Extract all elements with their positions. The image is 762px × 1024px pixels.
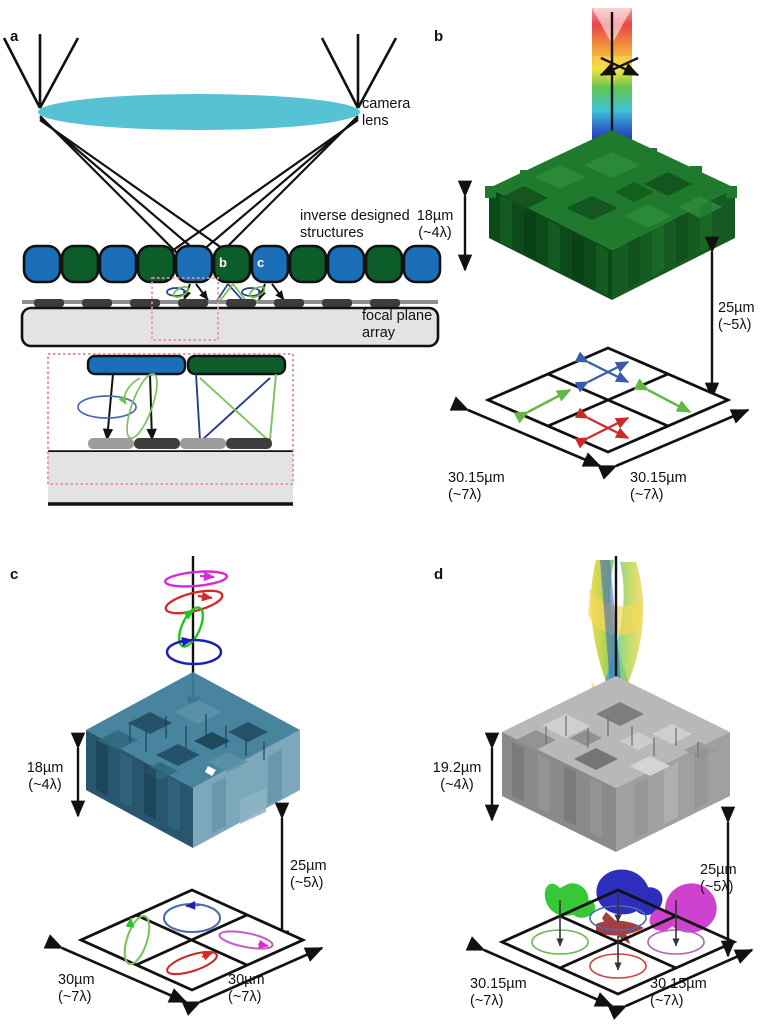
- width-label-right-d: 30.15µm(~7λ): [650, 976, 707, 1009]
- inset-green-polarization-ellipse: [126, 373, 158, 439]
- structure-b-voxels: [485, 130, 737, 300]
- quadrant-ellipse-top-c: [162, 902, 222, 934]
- quadrant-glyph-left-b: [513, 388, 572, 424]
- panel-label-a: a: [10, 28, 19, 45]
- quadrant-glyph-right-b: [633, 378, 692, 414]
- vortex-beam-d: [588, 560, 644, 760]
- input-ellipse-blue: [165, 638, 223, 666]
- detector-plane-b: [484, 346, 732, 454]
- structure-d-voxels: [502, 676, 730, 852]
- structure-c-voxels: [86, 672, 300, 848]
- oam-lobes-d: [544, 869, 717, 944]
- camera-lens-ellipse: [38, 94, 360, 130]
- width-dim-right-b: [597, 408, 750, 480]
- width-dim-left-b: [449, 396, 602, 468]
- height-label-d: 19.2µm(~4λ): [432, 760, 482, 793]
- structure-pixel-row: [22, 244, 442, 284]
- panel-label-c: c: [10, 566, 19, 583]
- width-label-left-d: 30.15µm(~7λ): [470, 976, 527, 1009]
- input-ellipse-red: [164, 589, 224, 615]
- gap-label-d: 25µm(~5λ): [700, 862, 737, 895]
- gap-label-c: 25µm(~5λ): [290, 858, 327, 891]
- input-ellipse-green: [177, 606, 205, 648]
- width-label-right-c: 30µm(~7λ): [228, 972, 265, 1005]
- inset-detector-pixels: [88, 438, 272, 449]
- quadrant-glyph-top-b: [574, 351, 630, 393]
- quadrant-ellipse-left-c: [123, 914, 151, 966]
- inverse-designed-structures-label: inverse designed structures: [300, 208, 410, 241]
- spectral-beam-b: [592, 8, 632, 146]
- quadrant-ellipse-right-c: [218, 930, 274, 950]
- panel-label-b: b: [434, 28, 444, 45]
- structure-marker-c: c: [257, 255, 265, 270]
- input-ellipse-magenta: [163, 570, 229, 588]
- quadrant-ellipse-bottom-c: [166, 950, 218, 976]
- focal-plane-array-label: focal plane array: [362, 308, 433, 341]
- width-label-left-b: 30.15µm(~7λ): [448, 470, 505, 503]
- inset-frame: [47, 353, 294, 485]
- height-label-c: 18µm(~4λ): [26, 760, 64, 793]
- panel-label-d: d: [434, 566, 444, 583]
- width-label-left-c: 30µm(~7λ): [58, 972, 95, 1005]
- gap-label-b: 25µm(~5λ): [718, 300, 755, 333]
- inset-blue-polarization-ellipse: [77, 395, 137, 419]
- quadrant-glyph-bottom-b: [574, 407, 630, 449]
- detector-pixels: [34, 299, 400, 307]
- height-label-b: 18µm(~4λ): [416, 208, 454, 241]
- detector-plane-c: [77, 888, 307, 992]
- structure-marker-b: b: [219, 255, 227, 270]
- width-label-right-b: 30.15µm(~7λ): [630, 470, 687, 503]
- inset-callout-rect: [151, 277, 219, 341]
- camera-lens-label: camera lens: [362, 96, 411, 129]
